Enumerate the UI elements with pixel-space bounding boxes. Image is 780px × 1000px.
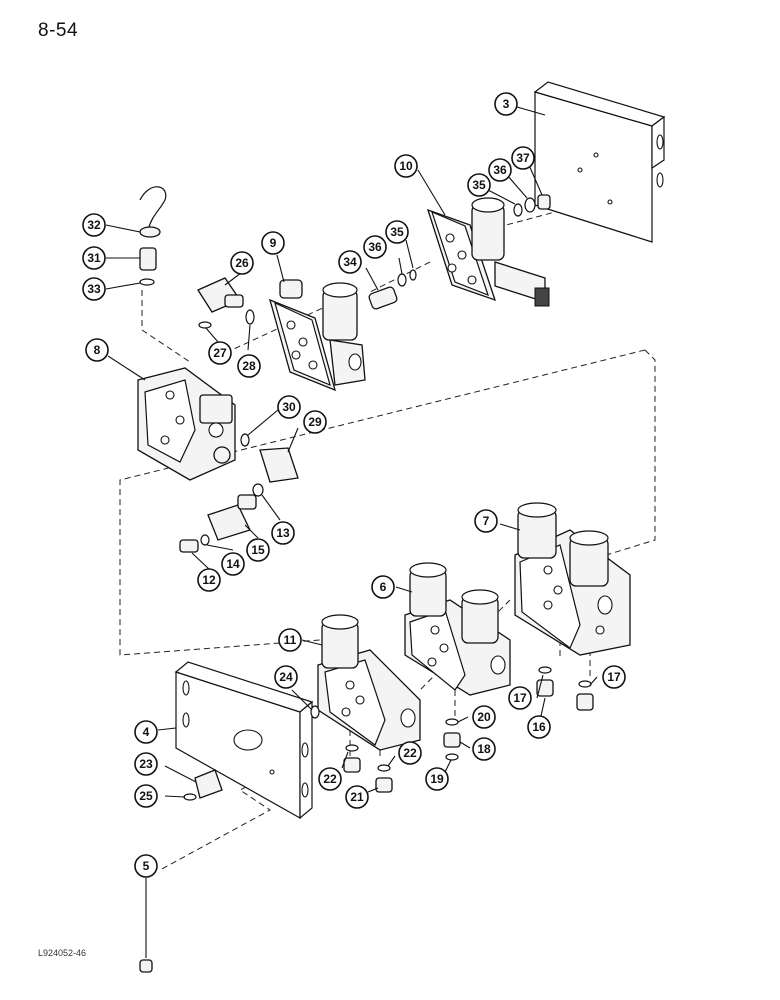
callout-4: 4 — [134, 720, 158, 744]
callout-17: 17 — [602, 665, 626, 689]
callout-label: 21 — [350, 790, 364, 804]
solenoid-valve-11 — [317, 614, 421, 751]
callout-label: 37 — [516, 151, 530, 165]
callout-31: 31 — [82, 246, 106, 270]
callout-label: 14 — [226, 557, 240, 571]
callout-9: 9 — [261, 231, 285, 255]
callout-label: 16 — [532, 720, 546, 734]
callout-label: 7 — [483, 514, 490, 528]
callout-label: 8 — [94, 343, 101, 357]
callout-25: 25 — [134, 784, 158, 808]
callout-19: 19 — [425, 767, 449, 791]
callout-label: 6 — [380, 580, 387, 594]
callout-label: 25 — [139, 789, 153, 803]
callout-22: 22 — [318, 767, 342, 791]
callout-26: 26 — [230, 251, 254, 275]
callout-14: 14 — [221, 552, 245, 576]
callout-35: 35 — [385, 220, 409, 244]
callout-27: 27 — [208, 341, 232, 365]
callout-label: 28 — [242, 359, 256, 373]
callout-17: 17 — [508, 686, 532, 710]
callout-37: 37 — [511, 146, 535, 170]
callout-11: 11 — [278, 628, 302, 652]
mounting-bracket-lower — [174, 661, 314, 820]
callout-label: 19 — [430, 772, 444, 786]
callout-24: 24 — [274, 665, 298, 689]
callout-label: 34 — [343, 255, 357, 269]
callout-5: 5 — [134, 854, 158, 878]
callout-3: 3 — [494, 92, 518, 116]
callout-label: 18 — [477, 742, 491, 756]
callout-34: 34 — [338, 250, 362, 274]
callout-label: 17 — [513, 691, 527, 705]
callout-13: 13 — [271, 521, 295, 545]
solenoid-valve-10 — [426, 197, 550, 307]
callout-29: 29 — [303, 410, 327, 434]
callout-label: 30 — [282, 400, 296, 414]
callout-label: 23 — [139, 757, 153, 771]
seals-upper-right — [513, 194, 551, 217]
callout-18: 18 — [472, 737, 496, 761]
callout-21: 21 — [345, 785, 369, 809]
figure-code: L924052-46 — [38, 948, 87, 958]
callout-label: 9 — [270, 236, 277, 250]
mounting-bracket-upper — [533, 81, 666, 243]
callout-label: 36 — [493, 163, 507, 177]
callout-23: 23 — [134, 752, 158, 776]
fittings-12-15-29-30 — [179, 433, 299, 553]
callout-label: 22 — [323, 772, 337, 786]
callout-32: 32 — [82, 213, 106, 237]
callout-label: 24 — [279, 670, 293, 684]
callout-label: 35 — [390, 225, 404, 239]
callout-label: 20 — [477, 710, 491, 724]
callout-label: 12 — [202, 573, 216, 587]
page-number: 8-54 — [38, 20, 79, 41]
callout-20: 20 — [472, 705, 496, 729]
callout-label: 35 — [472, 178, 486, 192]
callout-label: 32 — [87, 218, 101, 232]
callout-label: 17 — [607, 670, 621, 684]
plug-and-seals-34-36 — [368, 269, 417, 310]
callout-8: 8 — [85, 338, 109, 362]
callout-33: 33 — [82, 277, 106, 301]
callout-22: 22 — [398, 741, 422, 765]
elbow-fitting-26 — [197, 277, 255, 329]
callout-16: 16 — [527, 715, 551, 739]
callout-6: 6 — [371, 575, 395, 599]
callout-label: 3 — [503, 97, 510, 111]
callout-35: 35 — [467, 173, 491, 197]
callout-label: 22 — [403, 746, 417, 760]
fitting-31-with-cap-32 — [139, 186, 167, 286]
callout-7: 7 — [474, 509, 498, 533]
dual-solenoid-valve-7 — [514, 502, 631, 656]
solenoid-valve-9 — [269, 279, 366, 392]
callout-10: 10 — [394, 154, 418, 178]
callout-label: 27 — [213, 346, 227, 360]
callout-bubbles: 3 10 37 36 35 32 31 33 26 9 34 36 35 27 … — [82, 92, 626, 878]
callout-15: 15 — [246, 538, 270, 562]
callout-label: 33 — [87, 282, 101, 296]
leader-lines — [105, 106, 598, 958]
callout-30: 30 — [277, 395, 301, 419]
callout-label: 29 — [308, 415, 322, 429]
valve-block-8 — [137, 367, 236, 481]
callout-label: 11 — [284, 633, 297, 647]
callout-12: 12 — [197, 568, 221, 592]
callout-label: 36 — [368, 240, 382, 254]
callout-label: 5 — [143, 859, 150, 873]
small-fittings-lower — [139, 666, 594, 973]
callout-label: 15 — [251, 543, 265, 557]
callout-28: 28 — [237, 354, 261, 378]
callout-36: 36 — [363, 235, 387, 259]
callout-label: 31 — [87, 251, 101, 265]
callout-label: 10 — [399, 159, 413, 173]
callout-label: 13 — [276, 526, 290, 540]
callout-36: 36 — [488, 158, 512, 182]
dual-solenoid-valve-6 — [404, 562, 511, 696]
callout-label: 4 — [143, 725, 150, 739]
callout-label: 26 — [235, 256, 249, 270]
